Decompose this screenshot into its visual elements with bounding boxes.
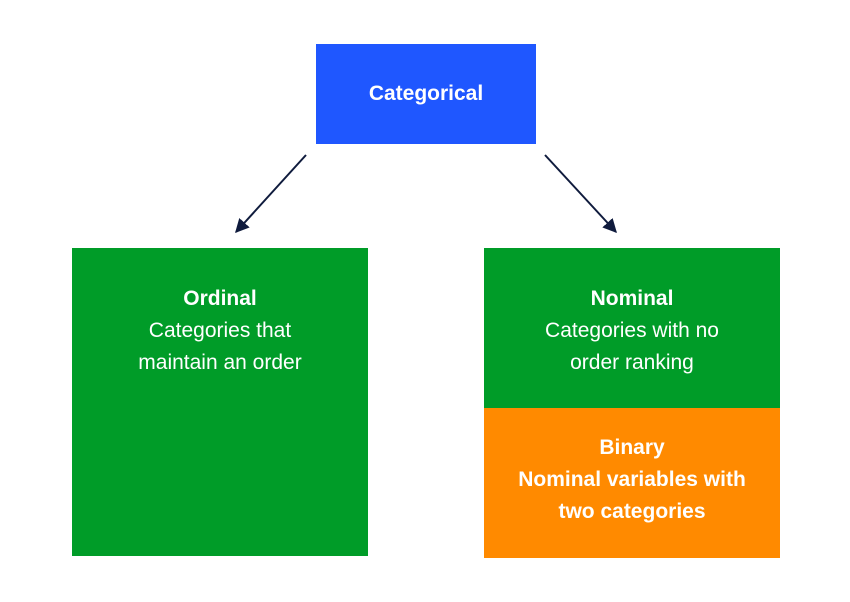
- nominal-description-line1: Categories with no: [545, 319, 719, 342]
- binary-description-line2: two categories: [558, 500, 706, 523]
- ordinal-description-line1: Categories that: [148, 319, 292, 342]
- ordinal-description-line2: maintain an order: [138, 351, 302, 374]
- binary-description-line1: Nominal variables with: [518, 468, 746, 491]
- ordinal-title: Ordinal: [183, 287, 257, 310]
- nominal-title: Nominal: [590, 287, 674, 310]
- ordinal-node: Ordinal Categories that maintain an orde…: [72, 248, 368, 556]
- arrow-to-ordinal: [235, 154, 307, 234]
- nominal-node: Nominal Categories with no order ranking: [484, 248, 780, 408]
- binary-node: Binary Nominal variables with two catego…: [484, 408, 780, 558]
- binary-title: Binary: [599, 436, 665, 459]
- categorical-title: Categorical: [368, 82, 484, 105]
- nominal-description-line2: order ranking: [570, 351, 694, 374]
- categorical-node: Categorical: [316, 44, 536, 144]
- arrow-to-nominal: [544, 154, 617, 234]
